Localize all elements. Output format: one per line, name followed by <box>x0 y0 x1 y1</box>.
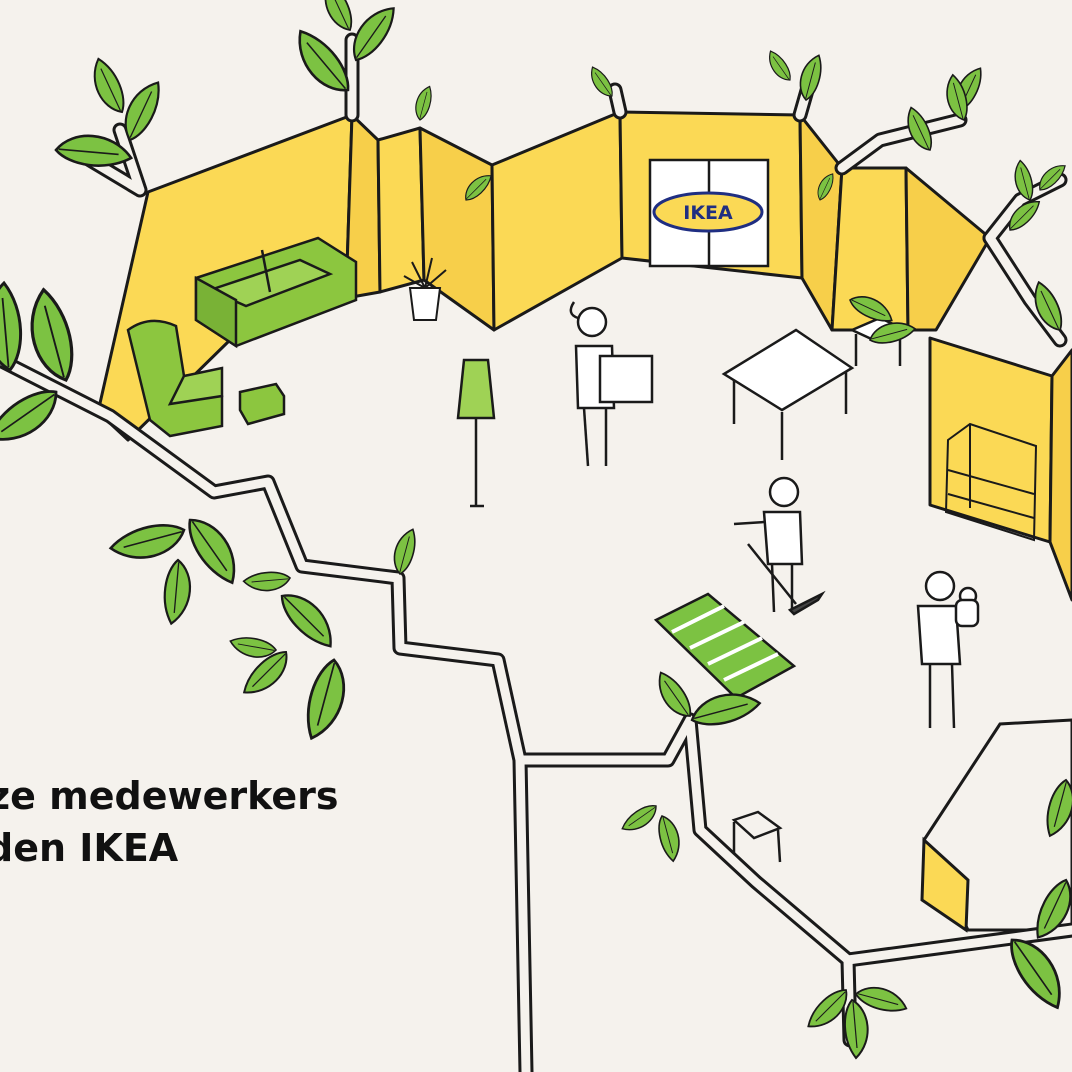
leaf-icon <box>687 688 764 730</box>
leaf-icon <box>763 47 795 86</box>
leaf-icon <box>0 281 23 372</box>
yellow-wall-fragment <box>920 718 1072 933</box>
leaf-icon <box>274 582 343 656</box>
leaf-icon <box>242 571 291 592</box>
worker-carrying-box <box>569 301 654 467</box>
leaf-icon <box>387 525 422 577</box>
leaf-icon <box>317 0 357 36</box>
leaf-icon <box>295 655 357 746</box>
caption-line-2: den IKEA <box>0 826 179 870</box>
leaf-icon <box>843 999 869 1059</box>
leaf-icon <box>106 519 189 565</box>
leaf-icon <box>86 54 130 119</box>
ikea-entrance-door <box>648 158 770 268</box>
potted-plant <box>403 257 447 321</box>
leaf-icon <box>180 508 247 592</box>
leaf-icon <box>585 63 617 102</box>
step-stool <box>731 810 783 863</box>
white-table <box>721 328 855 460</box>
ikea-logo <box>652 191 764 233</box>
leaf-icon <box>617 801 663 837</box>
ikea-sign-text: IKEA <box>683 202 733 224</box>
shelving-unit <box>944 422 1038 542</box>
worker-sweeping <box>733 476 826 616</box>
leaf-icon <box>410 83 437 123</box>
leaf-icon <box>0 382 69 453</box>
green-armchair <box>126 319 224 438</box>
green-footstool <box>238 382 286 426</box>
worker-holding-baby <box>916 570 980 729</box>
floor-lamp <box>456 358 496 508</box>
striped-rug <box>653 592 797 700</box>
leaf-icon <box>655 813 684 864</box>
leaf-icon <box>650 666 697 724</box>
green-sofa <box>194 236 358 349</box>
caption-line-1: ze medewerkers <box>0 774 339 818</box>
caption: ze medewerkers den IKEA <box>0 770 338 874</box>
leaf-icon <box>158 557 197 627</box>
